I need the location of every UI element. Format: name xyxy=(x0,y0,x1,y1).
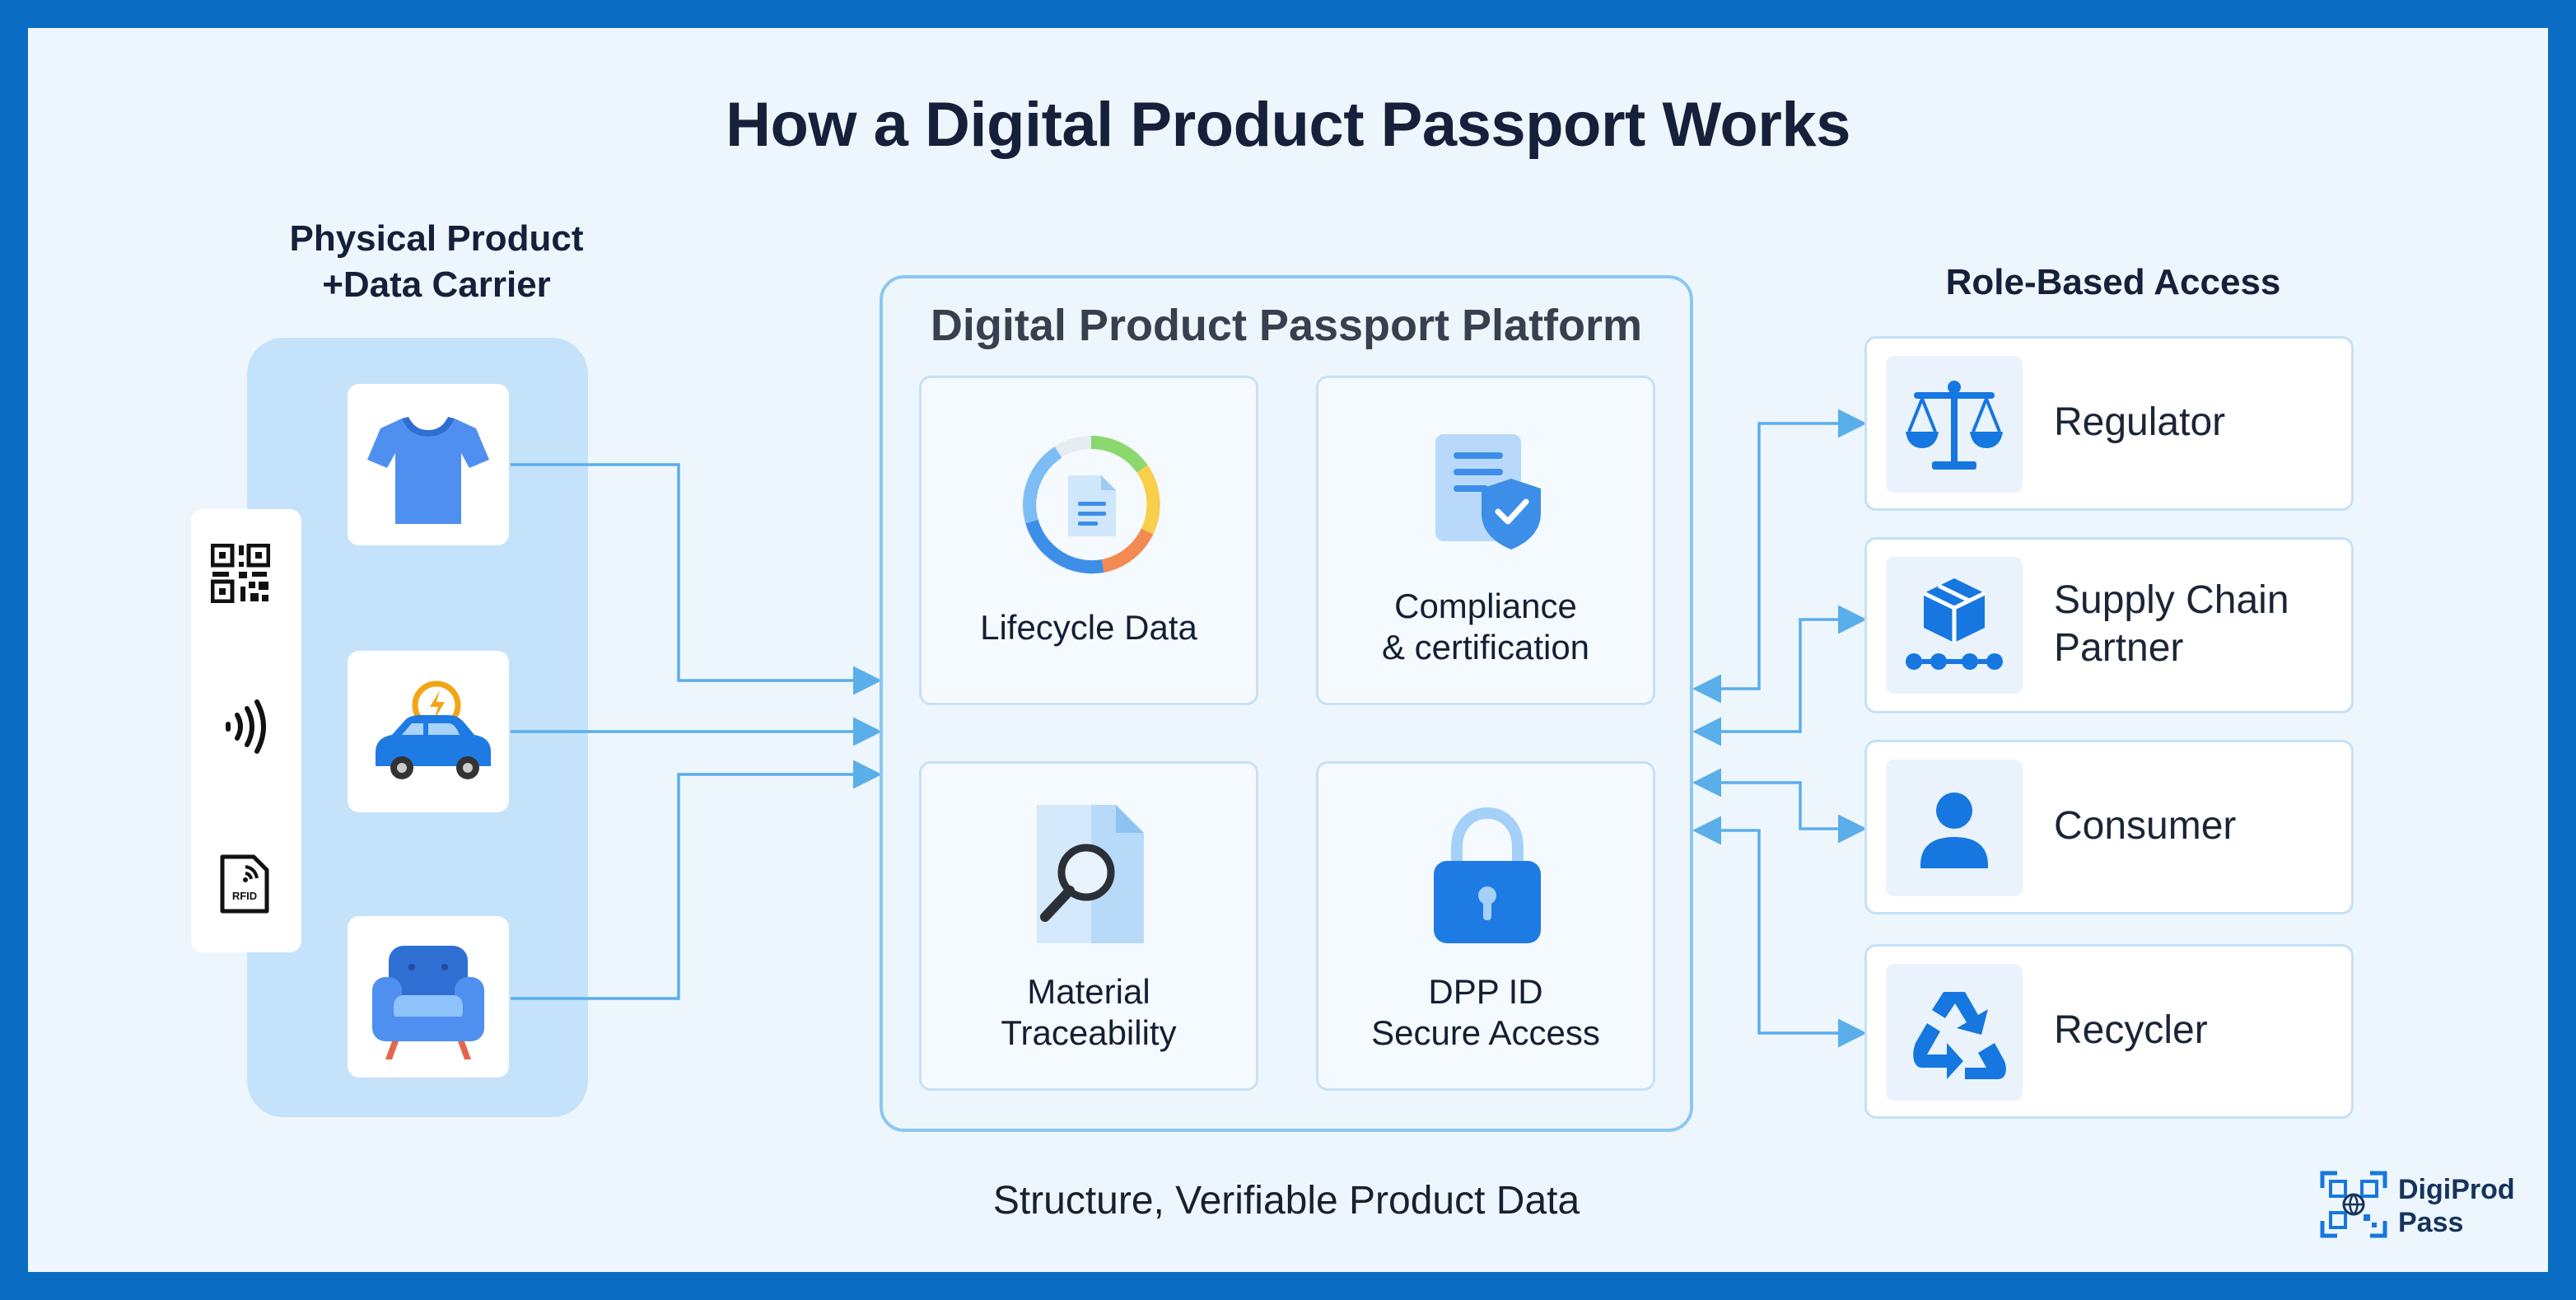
platform-title: Digital Product Passport Platform xyxy=(930,301,1643,350)
arrow-platform-regulator xyxy=(1692,409,1867,704)
scales-icon xyxy=(1906,381,2003,470)
physical-heading-line2: +Data Carrier xyxy=(322,264,551,305)
electric-car-icon xyxy=(376,680,491,779)
card-label-compliance-line1: Compliance xyxy=(1394,587,1577,625)
compliance-document-icon xyxy=(1435,434,1541,549)
footer-caption: Structure, Verifiable Product Data xyxy=(992,1179,1580,1223)
card-label-compliance-line2: & certification xyxy=(1381,628,1590,666)
logo-text-line1: DigiProd xyxy=(2398,1174,2515,1205)
card-compliance: Compliance & certification xyxy=(1316,376,1655,705)
nfc-icon xyxy=(216,694,273,760)
arrow-platform-supply-chain xyxy=(1692,605,1867,746)
supply-chain-icon xyxy=(1906,578,2003,670)
role-icon-box-recycler xyxy=(1886,964,2023,1101)
page-title: How a Digital Product Passport Works xyxy=(726,90,1850,160)
product-card-tshirt xyxy=(348,384,509,545)
role-label-supply-chain-line2: Partner xyxy=(2054,626,2184,670)
physical-heading-line1: Physical Product xyxy=(289,218,584,259)
role-label-consumer: Consumer xyxy=(2054,804,2237,848)
digiprod-logo xyxy=(2319,1170,2388,1239)
card-label-traceability-line1: Material xyxy=(1027,972,1150,1011)
role-label-recycler: Recycler xyxy=(2054,1008,2208,1052)
role-based-access-heading: Role-Based Access xyxy=(1945,262,2281,302)
arrow-platform-recycler xyxy=(1692,816,1867,1048)
arrow-tshirt-to-platform xyxy=(511,463,882,695)
card-dpp-id: DPP ID Secure Access xyxy=(1316,761,1655,1091)
role-label-supply-chain-line1: Supply Chain xyxy=(2054,578,2289,622)
rfid-icon: RFID xyxy=(217,853,272,914)
card-lifecycle-data: Lifecycle Data xyxy=(919,376,1258,705)
product-card-car xyxy=(348,651,509,812)
armchair-icon xyxy=(372,946,484,1059)
role-icon-box-supply-chain xyxy=(1886,557,2023,694)
card-label-dpp-id: DPP ID Secure Access xyxy=(1318,971,1653,1054)
product-card-armchair xyxy=(348,916,509,1078)
arrow-armchair-to-platform xyxy=(511,760,882,1000)
role-icon-box-consumer xyxy=(1886,760,2023,896)
card-label-dpp-id-line2: Secure Access xyxy=(1371,1013,1600,1052)
role-label-supply-chain: Supply Chain Partner xyxy=(2054,577,2289,672)
physical-product-heading: Physical Product +Data Carrier xyxy=(247,216,626,308)
lifecycle-icon xyxy=(1022,436,1160,574)
lock-icon xyxy=(1434,807,1541,943)
recycle-icon xyxy=(1913,992,2006,1079)
logo-mark-icon xyxy=(2320,1171,2387,1238)
card-label-lifecycle: Lifecycle Data xyxy=(980,608,1197,647)
arrow-platform-consumer xyxy=(1692,768,1867,844)
role-label-regulator: Regulator xyxy=(2054,400,2226,444)
card-material-traceability: Material Traceability xyxy=(919,761,1258,1091)
traceability-icon xyxy=(1037,805,1144,943)
role-icon-box-regulator xyxy=(1886,356,2023,493)
card-label-compliance: Compliance & certification xyxy=(1318,586,1653,668)
card-label-traceability-line2: Traceability xyxy=(1001,1013,1177,1052)
qr-code-icon xyxy=(210,543,271,604)
tshirt-icon xyxy=(367,417,489,524)
card-label-dpp-id-line1: DPP ID xyxy=(1428,972,1543,1011)
rfid-icon-text: RFID xyxy=(231,890,258,902)
card-label-traceability: Material Traceability xyxy=(922,971,1256,1054)
logo-text-line2: Pass xyxy=(2398,1207,2464,1238)
person-icon xyxy=(1920,793,1988,868)
logo-text: DigiProd Pass xyxy=(2398,1173,2515,1239)
